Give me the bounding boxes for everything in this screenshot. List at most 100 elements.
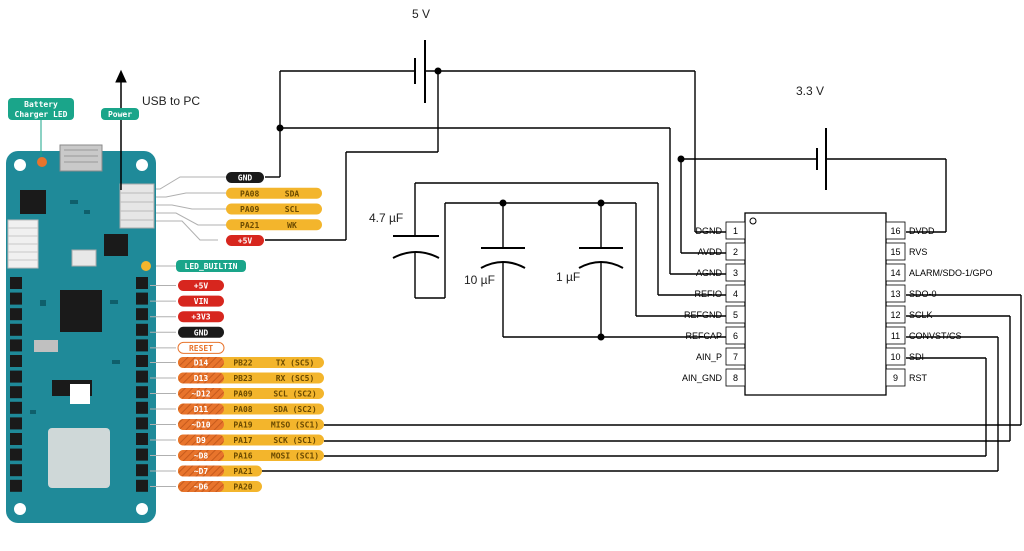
header-pin-left xyxy=(10,464,22,477)
power-pin-gnd-text: GND xyxy=(194,328,209,337)
chip-pin-8-num: 8 xyxy=(733,373,738,383)
chip-pin-6-num: 6 xyxy=(733,331,738,341)
chip-pin-14-box xyxy=(885,263,906,282)
digital-pin-0-func: TX (SC5) xyxy=(276,359,315,368)
chip-pin-11-name: CONVST/CS xyxy=(909,331,962,341)
power-tag: Power xyxy=(101,108,139,120)
header-pin-left xyxy=(10,401,22,414)
power-tag-label: Power xyxy=(108,110,132,119)
top-pin-3-func: WK xyxy=(287,221,297,230)
chip-pin-8-box xyxy=(725,368,746,387)
chip-pin-3-box xyxy=(725,263,746,282)
chip-pin-7-box xyxy=(725,347,746,366)
header-pin-right xyxy=(136,433,148,445)
chip-pin-11-num: 11 xyxy=(891,331,900,341)
power-pin-gnd-bg xyxy=(178,326,224,338)
header-pin-left xyxy=(10,370,22,383)
cap-4u7-label: 4.7 µF xyxy=(369,211,403,225)
digital-pin-2-d: ~D12 xyxy=(191,390,210,399)
top-pin-0-gnd-bg xyxy=(226,172,264,183)
power-pin-vin-text: VIN xyxy=(194,297,209,306)
digital-pin-3-digital-bg xyxy=(178,403,224,415)
digital-pin-6-digital-bg xyxy=(178,450,224,461)
led-builtin-tag: LED_BUILTIN xyxy=(176,260,246,272)
digital-pin-8-port: PA20 xyxy=(233,483,252,492)
battery-charger-tag: Battery Charger LED xyxy=(8,98,74,156)
chip-pin-14-name: ALARM/SDO-1/GPO xyxy=(909,268,993,278)
digital-pin-0-digital-bg xyxy=(178,357,224,368)
digital-pin-8-digital-bg xyxy=(178,481,224,492)
chip-pin-1-name: DGND xyxy=(696,226,723,236)
digital-pin-7-digital-bg xyxy=(178,465,224,477)
power-pin-5v-bg xyxy=(178,280,224,291)
top-pin-1-row-bg xyxy=(226,187,322,199)
chip-pin-11-box xyxy=(885,326,906,345)
chip-pin-13-num: 13 xyxy=(890,289,900,299)
adc-chip: 1DGND2AVDD3AGND4REFIO5REFGND6REFCAP7AIN_… xyxy=(682,212,993,396)
header-pin-left xyxy=(10,386,22,399)
chip-pin-10-name: SDI xyxy=(909,352,924,362)
digital-pin-2-port: PA09 xyxy=(233,390,252,399)
arduino-board xyxy=(6,144,226,523)
top-pin-4-power-bg xyxy=(226,235,264,246)
header-pin-left xyxy=(10,448,22,461)
chip-body xyxy=(744,212,887,396)
header-pin-left xyxy=(10,277,22,289)
digital-pin-1-digital-bg xyxy=(178,372,224,384)
chip-pin-15-box xyxy=(885,242,906,261)
top-pin-2-func: SCL xyxy=(285,205,300,214)
header-pin-left xyxy=(10,323,22,336)
chip-pin-7-num: 7 xyxy=(733,352,738,362)
chip-pin-9-box xyxy=(885,368,906,387)
digital-pin-3-port: PA08 xyxy=(233,405,252,414)
chip-pin-5-name: REFGND xyxy=(684,310,723,320)
chip-pin-2-num: 2 xyxy=(733,247,738,257)
power-pin-reset-bg xyxy=(177,341,225,354)
header-pin-right xyxy=(136,292,148,305)
chip-pin-9-name: RST xyxy=(909,373,928,383)
digital-pin-8: ~D6 PA20 xyxy=(178,481,262,492)
digital-pin-2-digital-bg xyxy=(178,388,224,399)
header-pin-left xyxy=(10,417,22,430)
chip-pin-8-name: AIN_GND xyxy=(682,373,723,383)
top-pin-4-power: +5V xyxy=(226,235,264,246)
chip-pin-4-box xyxy=(725,284,746,303)
top-pin-3-port: PA21 xyxy=(240,221,259,230)
digital-pin-7-d: ~D7 xyxy=(194,467,209,476)
chip-pin-9-num: 9 xyxy=(893,373,898,383)
chip-pin-16-num: 16 xyxy=(890,226,900,236)
chip-pin-2-box xyxy=(725,242,746,261)
header-pin-right xyxy=(136,386,148,399)
led-builtin-label: LED_BUILTIN xyxy=(185,262,238,271)
digital-pin-5-port: PA17 xyxy=(233,436,252,445)
digital-pin-6-func: MOSI (SC1) xyxy=(271,452,319,461)
digital-pin-6-port: PA16 xyxy=(233,452,252,461)
header-pin-right xyxy=(136,308,148,321)
chip-pin-1-num: 1 xyxy=(733,226,738,236)
digital-pin-7-port: PA21 xyxy=(233,467,252,476)
chip-pin-7-name: AIN_P xyxy=(696,352,722,362)
header-pin-right xyxy=(136,464,148,477)
digital-pin-4-d: ~D10 xyxy=(191,421,210,430)
digital-pin-3-func: SDA (SC2) xyxy=(273,405,316,414)
chip-pin-14-num: 14 xyxy=(890,268,900,278)
battery-tag-line2: Charger LED xyxy=(15,110,68,119)
top-pin-0-gnd-text: GND xyxy=(238,174,253,183)
power-pin-vin: VIN xyxy=(178,295,224,307)
digital-pin-4-port: PA19 xyxy=(233,421,252,430)
digital-pin-8-d: ~D6 xyxy=(194,483,209,492)
header-pin-right xyxy=(136,479,148,492)
chip-pin-5-box xyxy=(725,305,746,324)
power-pin-reset-text: RESET xyxy=(189,344,213,353)
chip-pin-12-name: SCLK xyxy=(909,310,933,320)
power-pin-gnd: GND xyxy=(178,326,224,338)
chip-pin-15-num: 15 xyxy=(890,247,900,257)
digital-pin-5-digital-bg xyxy=(178,434,224,446)
chip-pin-10-box xyxy=(885,347,906,366)
header-pin-left xyxy=(10,433,22,445)
chip-pin-4-name: REFIO xyxy=(694,289,722,299)
